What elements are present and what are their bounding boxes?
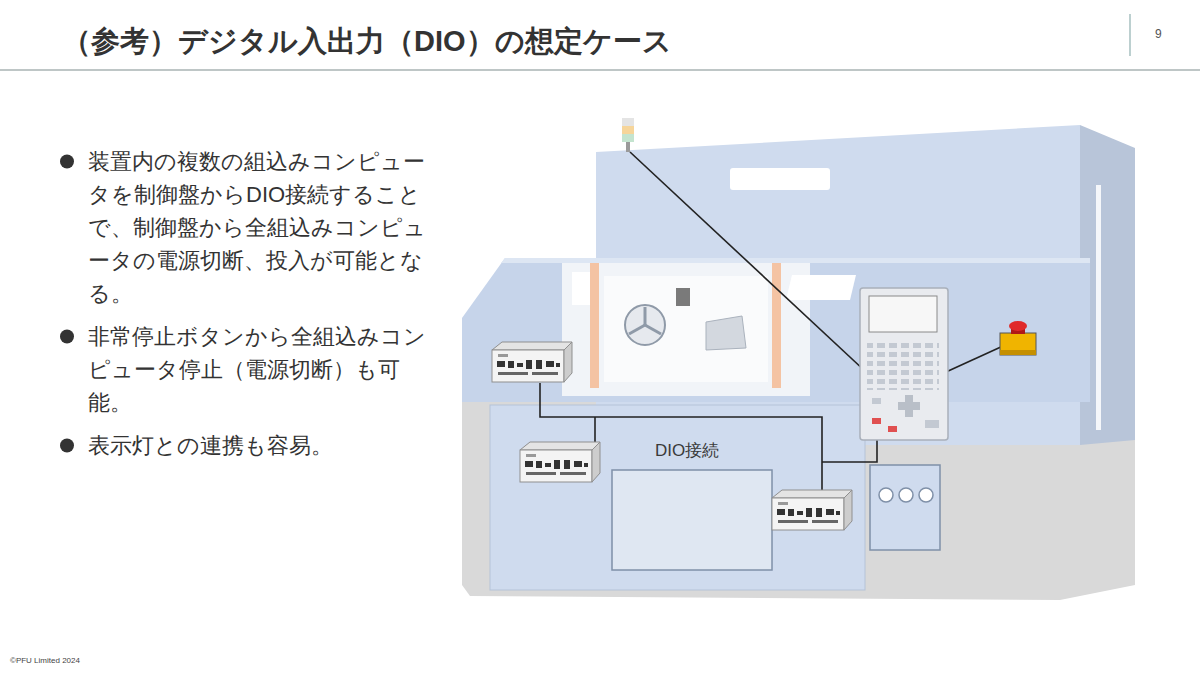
control-panel-part — [872, 418, 881, 424]
wiring-part — [946, 346, 1003, 372]
signal-tower-part — [622, 126, 634, 134]
control-panel-part — [872, 398, 881, 404]
machining-enclosure-part — [644, 307, 647, 325]
connection-label: DIO接続 — [655, 440, 719, 462]
wiring-part — [594, 417, 596, 442]
machining-enclosure-part — [706, 316, 746, 350]
copyright-note: ©PFU Limited 2024 — [10, 656, 80, 666]
emergency-stop-part — [1009, 321, 1027, 331]
header-rules-part — [0, 69, 1200, 71]
machining-enclosure-part — [462, 258, 1090, 402]
machining-enclosure-part — [562, 263, 810, 396]
control-panel-part — [869, 296, 937, 332]
lower-cabinet-part — [870, 465, 940, 550]
control-panel-part — [898, 402, 920, 410]
header-rules-part — [1129, 14, 1130, 56]
embedded-computers-part — [492, 342, 572, 382]
control-panel-part — [888, 426, 897, 432]
emergency-stop — [1000, 321, 1036, 355]
machine-housing-part — [1096, 185, 1101, 430]
machining-enclosure-part — [645, 325, 661, 334]
page-number: 9 — [1155, 27, 1162, 43]
embedded-computers-part — [520, 442, 600, 482]
machining-enclosure-part — [676, 288, 690, 306]
control-panel-part — [867, 340, 939, 390]
machining-enclosure-part — [604, 276, 768, 382]
control-panel-part — [860, 288, 948, 440]
machining-enclosure-part — [772, 263, 781, 388]
machining-enclosure-part — [590, 263, 599, 388]
signal-tower-part — [626, 142, 630, 152]
machine-housing-part — [730, 168, 830, 190]
emergency-stop-part — [1000, 350, 1036, 355]
bullet-text: 装置内の複数の組込みコンピュータを制御盤からDIO接続することで、制御盤から全組… — [88, 145, 433, 310]
machining-enclosure-part — [786, 275, 856, 300]
bullet-dot — [60, 330, 74, 344]
lower-cabinet-part — [899, 488, 913, 502]
lower-cabinet-part — [879, 488, 893, 502]
bullet-dot — [60, 155, 74, 169]
lower-cabinet-part — [919, 488, 933, 502]
machining-enclosure — [462, 258, 1090, 402]
wiring — [540, 152, 1003, 490]
signal-tower-part — [622, 134, 634, 142]
lower-cabinet-part — [490, 405, 865, 590]
machining-enclosure-part — [625, 305, 665, 345]
signal-tower-part — [622, 118, 634, 126]
bullet-text: 非常停止ボタンから全組込みコンピュータ停止（電源切断）も可能。 — [88, 320, 433, 419]
emergency-stop-part — [1000, 333, 1036, 355]
machine-housing — [462, 125, 1135, 600]
bullet-text: 表示灯との連携も容易。 — [88, 429, 433, 462]
lower-cabinet-part — [612, 470, 772, 570]
signal-tower — [622, 118, 634, 152]
control-panel — [860, 288, 948, 440]
bullet-dot — [60, 439, 74, 453]
embedded-computers-part — [772, 490, 852, 530]
embedded-computers — [492, 342, 852, 530]
slide-title: （参考）デジタル入出力（DIO）の想定ケース — [62, 22, 672, 62]
control-panel-part — [925, 420, 939, 428]
wiring-part — [822, 440, 877, 462]
machining-enclosure-part — [629, 325, 645, 334]
machining-enclosure-part — [572, 272, 590, 305]
machining-enclosure-part — [501, 258, 1090, 263]
wiring-part — [630, 152, 866, 372]
header-rules — [0, 14, 1200, 70]
